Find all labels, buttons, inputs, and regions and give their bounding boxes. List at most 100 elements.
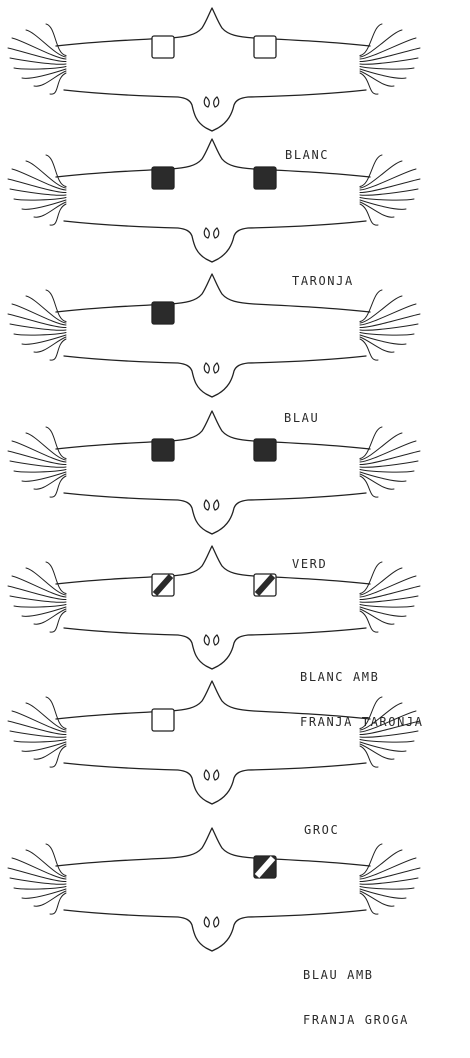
- feather-left: [14, 605, 66, 608]
- wing-tag: [254, 36, 276, 58]
- feather-left: [46, 155, 66, 187]
- panel-blanc: BLANC: [0, 2, 470, 136]
- feather-left: [22, 472, 66, 481]
- feather-right: [360, 472, 406, 481]
- vulture-silhouette: [0, 268, 470, 402]
- feather-right: [360, 568, 402, 595]
- wing-tag: [152, 709, 174, 731]
- feather-left: [26, 703, 66, 730]
- feather-right: [360, 202, 394, 217]
- feather-left: [10, 878, 66, 884]
- feather-left: [14, 198, 66, 201]
- panel-blau-franja-groga: BLAU AMB FRANJA GROGA: [0, 822, 470, 956]
- vulture-silhouette: [0, 822, 470, 956]
- vulture-feet: [204, 228, 218, 238]
- wing-tag: [254, 439, 276, 461]
- panel-taronja: TARONJA: [0, 133, 470, 267]
- feather-left: [46, 24, 66, 56]
- feather-right: [360, 887, 414, 890]
- feather-right: [360, 324, 418, 330]
- vulture-feet: [204, 363, 218, 373]
- feather-right: [360, 850, 402, 877]
- feather-left: [46, 844, 66, 876]
- feather-left: [10, 324, 66, 330]
- feather-right: [360, 740, 414, 743]
- feather-right: [360, 605, 414, 608]
- vulture-feet: [204, 97, 218, 107]
- feather-left: [50, 893, 66, 914]
- vulture-body-outline: [56, 411, 370, 534]
- feather-right: [360, 335, 406, 344]
- feather-left: [46, 562, 66, 594]
- feather-right: [360, 189, 418, 195]
- feather-right: [360, 878, 418, 884]
- feather-right: [360, 596, 418, 602]
- vulture-feet: [204, 770, 218, 780]
- feather-left: [34, 474, 66, 489]
- feather-right: [360, 161, 402, 188]
- feather-left: [26, 568, 66, 595]
- panel-groc: GROC: [0, 675, 470, 809]
- feather-left: [22, 335, 66, 344]
- wing-tag: [152, 36, 174, 58]
- feather-left: [22, 889, 66, 898]
- vulture-silhouette: [0, 405, 470, 539]
- feather-right: [360, 744, 394, 759]
- wing-tag: [254, 167, 276, 189]
- panel-blau: BLAU: [0, 268, 470, 402]
- vulture-silhouette: [0, 675, 470, 809]
- vulture-body-outline: [56, 8, 370, 131]
- feather-left: [10, 596, 66, 602]
- feather-left: [34, 337, 66, 352]
- wing-tag: [152, 302, 174, 324]
- panel-blanc-franja-taronja: BLANC AMB FRANJA TARONJA: [0, 540, 470, 674]
- feather-left: [26, 850, 66, 877]
- vulture-feet: [204, 917, 218, 927]
- feather-right: [360, 69, 406, 78]
- panel-verd: VERD: [0, 405, 470, 539]
- feather-right: [360, 290, 382, 322]
- feather-right: [360, 607, 406, 616]
- feather-left: [34, 71, 66, 86]
- feather-right: [360, 562, 382, 594]
- feather-left: [10, 461, 66, 467]
- wing-tag: [152, 439, 174, 461]
- caption-line: FRANJA GROGA: [303, 1013, 409, 1028]
- feather-right: [360, 296, 402, 323]
- feather-left: [26, 30, 66, 57]
- feather-right: [360, 155, 382, 187]
- caption-line: BLAU AMB: [303, 968, 409, 983]
- feather-left: [34, 744, 66, 759]
- feather-right: [360, 427, 382, 459]
- feather-right: [360, 337, 394, 352]
- vulture-body-outline: [56, 828, 370, 951]
- feather-right: [360, 609, 394, 624]
- feather-right: [360, 333, 414, 336]
- feather-left: [46, 427, 66, 459]
- feather-left: [22, 200, 66, 209]
- feather-left: [50, 746, 66, 767]
- feather-right: [360, 703, 402, 730]
- vulture-feet: [204, 635, 218, 645]
- feather-left: [50, 611, 66, 632]
- feather-right: [360, 433, 402, 460]
- feather-left: [14, 333, 66, 336]
- feather-right: [360, 470, 414, 473]
- feather-left: [10, 58, 66, 64]
- vulture-body-outline: [56, 681, 370, 804]
- feather-left: [26, 296, 66, 323]
- feather-left: [46, 290, 66, 322]
- feather-right: [360, 200, 406, 209]
- feather-right: [360, 474, 394, 489]
- vulture-silhouette: [0, 133, 470, 267]
- feather-left: [22, 607, 66, 616]
- feather-left: [14, 67, 66, 70]
- feather-right: [360, 71, 394, 86]
- feather-right: [360, 67, 414, 70]
- wing-tag: [152, 167, 174, 189]
- feather-right: [360, 742, 406, 751]
- feather-right: [360, 24, 382, 56]
- feather-left: [14, 470, 66, 473]
- vulture-silhouette: [0, 2, 470, 136]
- feather-right: [360, 889, 406, 898]
